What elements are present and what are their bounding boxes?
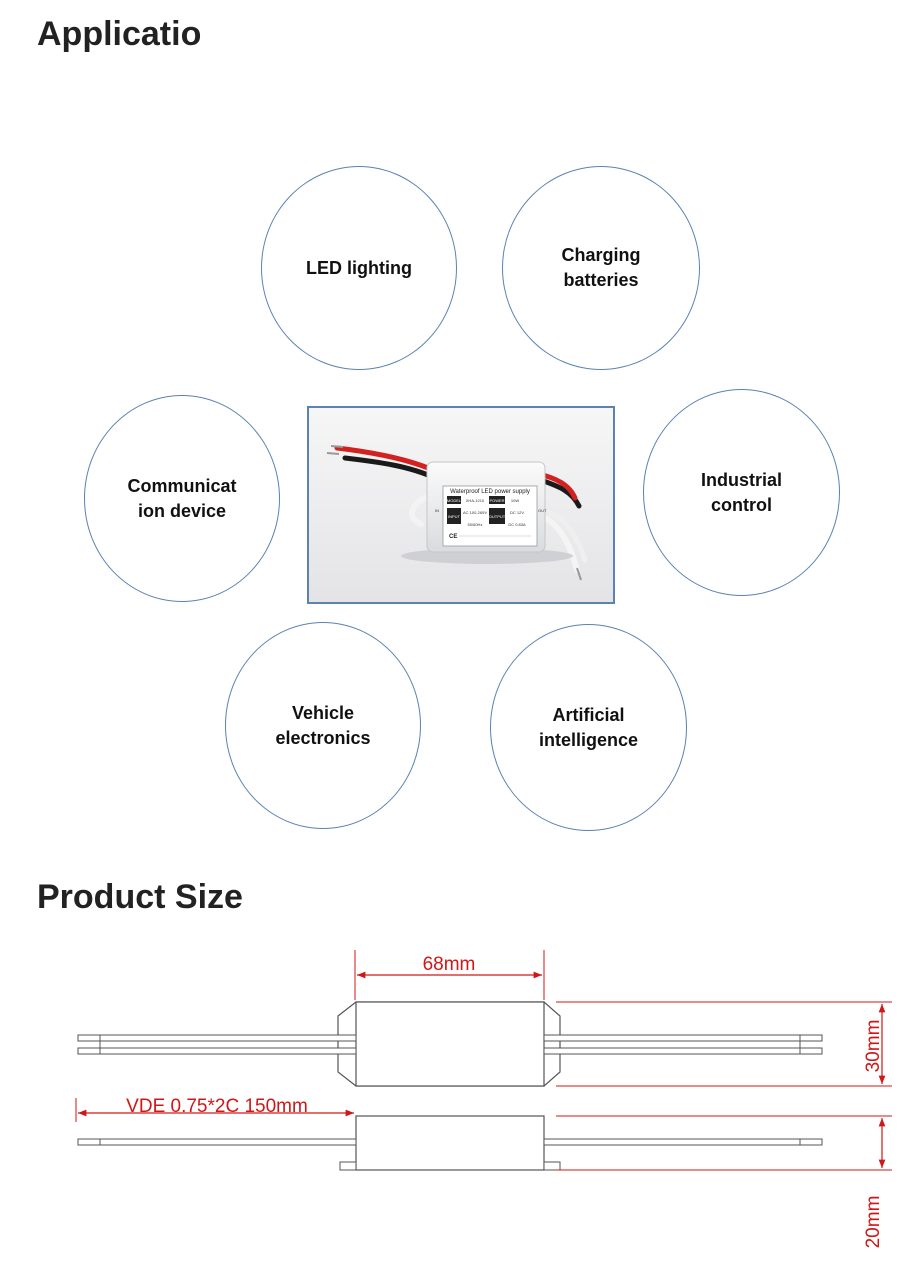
application-circle-artificial-intelligence: Artificial intelligence [490, 624, 687, 831]
label-in: IN [435, 508, 439, 513]
dim-cable-label: VDE 0.75*2C 150mm [126, 1096, 308, 1117]
module-top-view-body [355, 1001, 545, 1087]
application-label: LED lighting [306, 257, 412, 278]
label-input-value: AC 100-265V [463, 510, 487, 515]
label-ce: CE [449, 534, 457, 540]
label-title: Waterproof LED power supply [450, 489, 530, 495]
label-out: OUT [538, 508, 547, 513]
application-label: Vehicle electronics [275, 702, 371, 748]
application-label: Charging batteries [561, 245, 641, 290]
application-label: Artificial intelligence [538, 704, 638, 750]
label-power-value: 10W [511, 498, 519, 503]
application-circle-charging-batteries: Charging batteries [502, 166, 700, 370]
product-photo: Waterproof LED power supply MODEL XHA-12… [307, 406, 615, 604]
dim-height-label: 20mm [863, 1196, 884, 1249]
applications-heading: Applicatio [37, 15, 202, 53]
label-model: MODEL [447, 498, 462, 503]
power-supply-illustration: Waterproof LED power supply MODEL XHA-12… [309, 408, 613, 602]
wire-left-2 [77, 1047, 357, 1055]
label-freq: 50/60Hz [468, 522, 483, 527]
label-current: DC 0.83A [508, 522, 526, 527]
wire-left-1 [77, 1034, 357, 1042]
module-side-view-foot-right [543, 1161, 561, 1171]
wire-right-1 [543, 1034, 823, 1042]
application-label: Industrial control [700, 469, 782, 515]
label-output-value: DC 12V [510, 510, 524, 515]
application-circle-led-lighting: LED lighting [261, 166, 457, 370]
product-size-diagram: 68mm 30mm VDE 0.75*2C 150mm 20mm [75, 950, 892, 1249]
label-power: POWER [489, 498, 504, 503]
application-label: Communicat ion device [127, 475, 237, 521]
module-side-view-body [355, 1115, 545, 1171]
wire-side-right [543, 1138, 823, 1146]
label-output: OUTPUT [489, 514, 506, 519]
dim-width-label: 30mm [863, 1020, 884, 1073]
application-circle-industrial-control: Industrial control [643, 389, 840, 596]
wire-right-2 [543, 1047, 823, 1055]
label-model-value: XHA-1210 [466, 498, 485, 503]
wire-side-left [77, 1138, 357, 1146]
product-size-heading: Product Size [37, 878, 243, 916]
module-side-view-foot-left [339, 1161, 357, 1171]
application-circle-vehicle-electronics: Vehicle electronics [225, 622, 421, 829]
application-circle-communication-device: Communicat ion device [84, 395, 280, 602]
label-input: INPUT [448, 514, 461, 519]
dim-length-label: 68mm [423, 954, 476, 975]
